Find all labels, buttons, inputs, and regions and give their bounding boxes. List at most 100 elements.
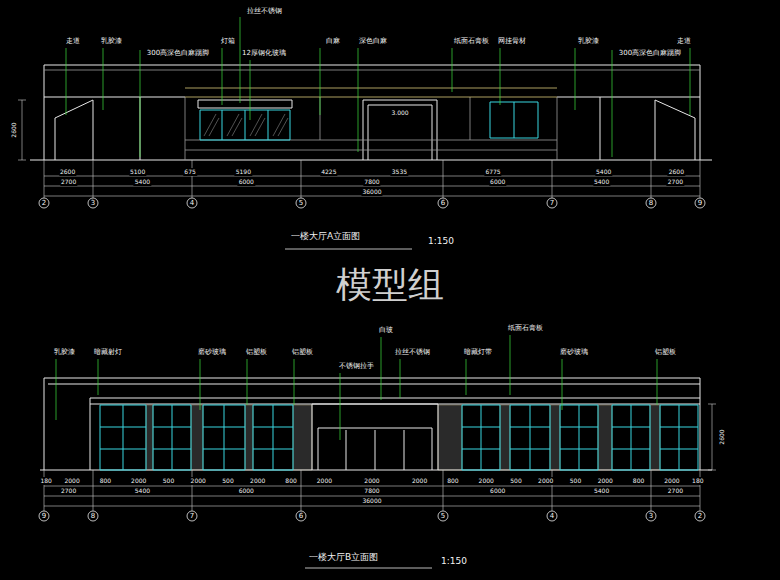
dimension-text: 3535 xyxy=(391,168,408,176)
glass-panel xyxy=(100,405,698,470)
material-callout: 乳胶漆 xyxy=(53,348,76,357)
axis-number: 5 xyxy=(299,199,303,208)
drawing-title: 一楼大厅A立面图 xyxy=(290,231,361,242)
wall-outline xyxy=(30,65,712,160)
material-callout: 走道 xyxy=(65,37,81,46)
dimension-text: 4225 xyxy=(320,168,337,176)
axis-number: 7 xyxy=(190,512,194,521)
cornice-line xyxy=(185,88,557,97)
pier xyxy=(146,405,660,470)
material-callout: 网挂骨材 xyxy=(497,37,527,46)
dimension-text: 500 xyxy=(509,477,522,485)
dimension-text: 5400 xyxy=(134,487,151,495)
material-callout: 灯箱 xyxy=(220,37,236,46)
axis-number: 4 xyxy=(550,512,554,521)
axis-number: 9 xyxy=(42,512,46,521)
axis-circle xyxy=(39,198,705,208)
drawing-scale: 1:150 xyxy=(427,236,455,247)
dimension-text: 2000 xyxy=(130,477,147,485)
dimension-text: 2000 xyxy=(663,477,680,485)
dimension-text: 500 xyxy=(162,477,175,485)
leader-line xyxy=(56,335,657,440)
axis-number: 3 xyxy=(649,512,653,521)
axis-number: 4 xyxy=(190,199,194,208)
dimension-text: 2000 xyxy=(411,477,428,485)
material-callout: 拉丝不锈钢 xyxy=(246,7,283,16)
drawing-scale: 1:150 xyxy=(440,556,468,567)
material-callout: 白麻 xyxy=(325,37,341,46)
dimension-text: 5100 xyxy=(129,168,146,176)
material-callout: 乳胶漆 xyxy=(577,37,600,46)
dimension-text: 500 xyxy=(569,477,582,485)
dimension-text: 2000 xyxy=(190,477,207,485)
dimension-text: 5400 xyxy=(593,487,610,495)
dimension-text: 7800 xyxy=(363,487,380,495)
axis-number: 2 xyxy=(42,199,46,208)
dimension-text: 5190 xyxy=(235,168,252,176)
dimension-text: 800 xyxy=(446,477,459,485)
material-callout: 暗藏射灯 xyxy=(93,348,123,357)
dimension-text: 2000 xyxy=(63,477,80,485)
dimension-text: 5400 xyxy=(593,178,610,186)
leader-line xyxy=(66,17,690,157)
material-callout: 磨砂玻璃 xyxy=(559,348,589,357)
glass-hatch xyxy=(204,114,288,136)
dimension-text: 2600 xyxy=(668,168,685,176)
watermark: 模型组 xyxy=(335,262,445,307)
dimension-total: 36000 xyxy=(361,188,382,196)
dimension-text: 2000 xyxy=(597,477,614,485)
dimension-text: 2700 xyxy=(60,487,77,495)
height-dimension: 2600 xyxy=(718,428,726,445)
dimension-text: 2000 xyxy=(363,477,380,485)
dimension-text: 6000 xyxy=(238,178,255,186)
material-callout: 300高深色白麻踢脚 xyxy=(618,49,682,58)
dimension-text: 2000 xyxy=(249,477,266,485)
material-callout: 纸面石膏板 xyxy=(453,37,490,46)
wall-outline xyxy=(40,378,712,470)
material-callout: 铝塑板 xyxy=(291,348,314,357)
axis-number: 8 xyxy=(91,512,95,521)
material-callout: 纸面石膏板 xyxy=(507,324,544,333)
dimension-text: 2600 xyxy=(59,168,76,176)
elevation-mark: 3.000 xyxy=(390,109,409,117)
axis-number: 9 xyxy=(698,199,702,208)
axis-number: 3 xyxy=(91,199,95,208)
dimension-text: 6000 xyxy=(489,487,506,495)
axis-number: 5 xyxy=(441,512,445,521)
dimension-text: 5400 xyxy=(595,168,612,176)
dimension-text: 675 xyxy=(183,168,196,176)
material-callout: 12厚钢化玻璃 xyxy=(241,49,287,58)
dimension-text: 6000 xyxy=(238,487,255,495)
axis-number: 6 xyxy=(299,512,303,521)
dimension-text: 2700 xyxy=(667,487,684,495)
material-callout: 拉丝不锈钢 xyxy=(394,348,431,357)
material-callout: 走道 xyxy=(676,37,692,46)
dimension-text: 800 xyxy=(284,477,297,485)
axis-number: 7 xyxy=(550,199,554,208)
material-callout: 铝塑板 xyxy=(654,348,677,357)
dimension-text: 2000 xyxy=(478,477,495,485)
glass-panel xyxy=(200,102,538,140)
dimension-text: 7800 xyxy=(363,178,380,186)
height-dimension: 2600 xyxy=(10,121,18,138)
dimension-text: 2700 xyxy=(667,178,684,186)
dimension-text: 2700 xyxy=(60,178,77,186)
dimension-line xyxy=(44,404,716,511)
dimension-text: 180 xyxy=(691,477,704,485)
dimension-text: 6000 xyxy=(489,178,506,186)
axis-number: 6 xyxy=(441,199,445,208)
dimension-text: 2000 xyxy=(537,477,554,485)
material-callout: 磨砂玻璃 xyxy=(197,348,227,357)
dimension-text: 6775 xyxy=(484,168,501,176)
material-callout: 300高深色白麻踢脚 xyxy=(146,49,210,58)
dimension-text: 180 xyxy=(39,477,52,485)
axis-number: 2 xyxy=(698,512,702,521)
axis-circle xyxy=(39,511,705,521)
material-callout: 白玻 xyxy=(378,326,394,335)
dimension-text: 800 xyxy=(632,477,645,485)
material-callout: 乳胶漆 xyxy=(100,37,123,46)
material-callout: 暗藏灯带 xyxy=(463,348,493,357)
dimension-text: 5400 xyxy=(134,178,151,186)
ceiling-line xyxy=(44,70,700,160)
